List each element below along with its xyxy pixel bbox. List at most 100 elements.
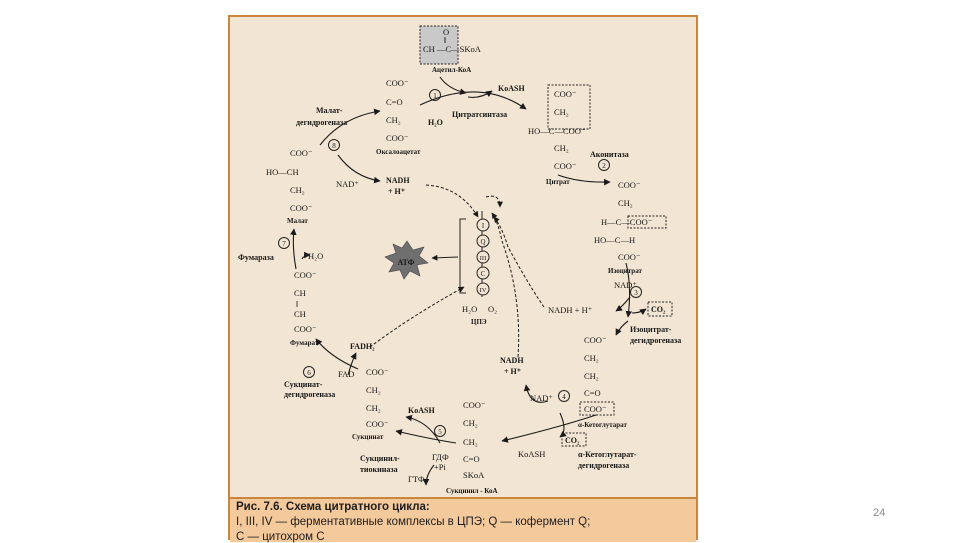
succinate-row: CH₂ bbox=[366, 385, 381, 395]
acetyl-coa-box bbox=[419, 25, 459, 65]
co2-4-box bbox=[561, 432, 587, 447]
etc-label: ЦПЭ bbox=[471, 318, 487, 326]
fumarate-row: COO⁻ bbox=[294, 270, 317, 280]
isocitrate-structure: COO⁻ CH₂ H—C—COO⁻ HO—C—H COO⁻ bbox=[594, 180, 653, 262]
ketoglutarate-coo-box bbox=[579, 401, 615, 416]
succinate-label: Сукцинат bbox=[352, 433, 384, 441]
step-marker-2: 2 bbox=[598, 159, 610, 171]
step-marker-3: 3 bbox=[630, 286, 642, 298]
succinyl-row: C=O bbox=[463, 454, 480, 464]
caption-title: Рис. 7.6. Схема цитратного цикла: bbox=[236, 501, 430, 513]
enzyme-citrate-synthase: Цитратсинтаза bbox=[452, 110, 507, 119]
cofactor-fadh2: FADH₂ bbox=[350, 342, 375, 351]
cofactor-nad-8: NAD⁺ bbox=[336, 179, 359, 189]
cofactor-nad-4: NAD⁺ bbox=[530, 393, 553, 403]
co2-3-box bbox=[647, 301, 673, 317]
enzyme-isocitrate-dh: дегидрогеназа bbox=[630, 336, 681, 345]
malate-row: COO⁻ bbox=[290, 203, 313, 213]
citrate-cycle-diagram: O CH —C—SKoA Ацетил-КоА COO⁻ C=O CH₂ COO… bbox=[238, 25, 681, 495]
acetyl-coa-label: Ацетил-КоА bbox=[432, 66, 471, 74]
svg-text:5: 5 bbox=[438, 428, 442, 436]
svg-text:I: I bbox=[482, 222, 485, 230]
page-number: 24 bbox=[873, 507, 886, 519]
isocitrate-row: COO⁻ bbox=[618, 252, 641, 262]
enzyme-succinyl-thiokinase: Сукцинил- bbox=[360, 454, 400, 463]
figure-panel: O CH —C—SKoA Ацетил-КоА COO⁻ C=O CH₂ COO… bbox=[228, 15, 698, 543]
svg-text:6: 6 bbox=[307, 369, 311, 377]
cofactor-nadh-4: + H⁺ bbox=[504, 367, 521, 376]
enzyme-fumarase: Фумараза bbox=[238, 253, 274, 262]
svg-text:IV: IV bbox=[480, 287, 487, 294]
enzyme-succinate-dh: дегидрогеназа bbox=[284, 390, 335, 399]
svg-text:3: 3 bbox=[634, 289, 638, 297]
oxaloacetate-label: Оксалоацетат bbox=[376, 148, 421, 156]
svg-text:7: 7 bbox=[282, 240, 286, 248]
oxaloacetate-row: C=O bbox=[386, 97, 403, 107]
citrate-acetyl-box bbox=[547, 84, 591, 130]
succinate-structure: COO⁻ CH₂ CH₂ COO⁻ bbox=[366, 367, 389, 429]
cofactor-fad: FAD bbox=[338, 369, 354, 379]
svg-text:4: 4 bbox=[562, 393, 566, 401]
figure-caption: Рис. 7.6. Схема цитратного цикла: I, III… bbox=[230, 497, 696, 543]
fumarate-structure: COO⁻ CH ‖ CH COO⁻ bbox=[294, 270, 317, 334]
enzyme-malate-dh: дегидрогеназа bbox=[296, 118, 347, 127]
malate-row: HO—CH bbox=[266, 167, 299, 177]
caption-line-2: C — цитохром C bbox=[236, 531, 325, 543]
cofactor-nadh-4: NADH bbox=[500, 356, 524, 365]
etc-cytochrome-C: C bbox=[476, 266, 490, 280]
atp-label: АТФ bbox=[397, 258, 414, 267]
fumarate-row: ‖ bbox=[296, 299, 298, 309]
enzyme-malate-dh: Малат- bbox=[316, 106, 343, 115]
isocitrate-row: HO—C—H bbox=[594, 235, 635, 245]
cofactor-koash-4: KoASH bbox=[518, 449, 545, 459]
etc-chain: I Q III C IV H₂O O₂ ЦПЭ bbox=[459, 211, 497, 326]
citrate-structure: COO⁻ CH₂ HO—C—COO⁻ CH₂ COO⁻ bbox=[528, 89, 586, 171]
svg-text:1: 1 bbox=[433, 92, 437, 100]
fumarate-label: Фумарат bbox=[290, 339, 319, 347]
citrate-row: CH₂ bbox=[554, 143, 569, 153]
acetyl-oxygen: O bbox=[443, 27, 449, 37]
cofactor-nad-3: NAD⁺ bbox=[614, 280, 637, 290]
cofactor-koash-1: KoASH bbox=[498, 84, 525, 93]
oxaloacetate-row: COO⁻ bbox=[386, 133, 409, 143]
citrate-row: COO⁻ bbox=[554, 161, 577, 171]
enzyme-succinate-dh: Сукцинат- bbox=[284, 380, 323, 389]
succinyl-row: COO⁻ bbox=[463, 400, 486, 410]
fumarate-row: CH bbox=[294, 309, 306, 319]
succinyl-coa-label: Сукцинил - КоА bbox=[446, 487, 498, 495]
step-marker-7: 7 bbox=[278, 237, 290, 249]
acetyl-formula-tail: —C—SKoA bbox=[436, 44, 482, 54]
cofactor-nadh-8: NADH bbox=[386, 176, 410, 185]
citrate-row: COO⁻ bbox=[554, 89, 577, 99]
cofactor-nadh-8: + H⁺ bbox=[388, 187, 405, 196]
atp-burst-icon: АТФ bbox=[384, 240, 429, 280]
succinate-row: COO⁻ bbox=[366, 419, 389, 429]
enzyme-ketoglutarate-dh: дегидрогеназа bbox=[578, 461, 629, 470]
malate-row: CH₂ bbox=[290, 185, 305, 195]
isocitrate-row: H—C—COO⁻ bbox=[601, 217, 653, 227]
svg-text:III: III bbox=[480, 255, 487, 262]
succinyl-row: SKoA bbox=[463, 470, 485, 480]
svg-text:2: 2 bbox=[602, 162, 606, 170]
etc-complex-III: III bbox=[476, 250, 490, 264]
step-marker-4: 4 bbox=[558, 390, 570, 402]
cycle-arrows bbox=[290, 76, 647, 486]
etc-h2o: H₂O bbox=[462, 304, 477, 314]
caption-line-1: I, III, IV — ферментативные комплексы в … bbox=[236, 516, 591, 528]
cofactor-nadh-3: NADH + H⁺ bbox=[548, 305, 593, 315]
citrate-row: CH₂ bbox=[554, 107, 569, 117]
malate-row: COO⁻ bbox=[290, 148, 313, 158]
isocitrate-label: Изоцитрат bbox=[608, 267, 643, 275]
fumarate-row: COO⁻ bbox=[294, 324, 317, 334]
enzyme-aconitase: Аконитаза bbox=[590, 150, 629, 159]
ketoglutarate-row: CH₂ bbox=[584, 353, 599, 363]
isocitrate-row: CH₂ bbox=[618, 198, 633, 208]
step-marker-1: 1 bbox=[429, 89, 441, 101]
step-marker-5: 5 bbox=[434, 425, 446, 437]
enzyme-ketoglutarate-dh: α-Кетоглутарат- bbox=[578, 450, 637, 459]
succinyl-row: CH₂ bbox=[463, 418, 478, 428]
etc-complex-IV: IV bbox=[476, 282, 490, 296]
oxaloacetate-row: CH₂ bbox=[386, 115, 401, 125]
etc-complex-I: I bbox=[476, 218, 490, 232]
ketoglutarate-row: CH₂ bbox=[584, 371, 599, 381]
